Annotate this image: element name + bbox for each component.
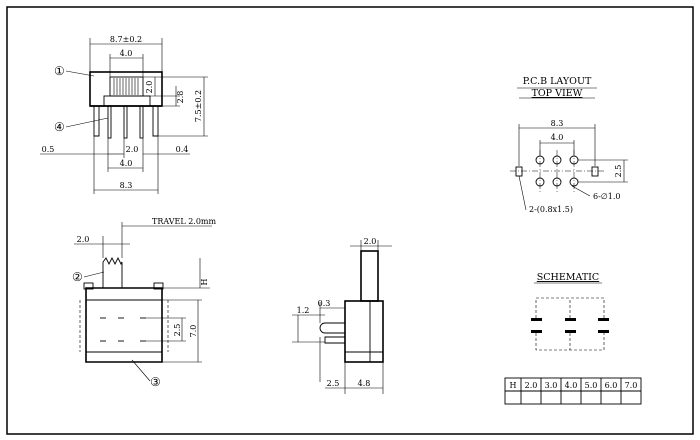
side-actuator (102, 256, 123, 288)
front-pin-center (123, 105, 128, 139)
dim-tab-span: 8.3 (120, 181, 133, 190)
end-pin-upper (319, 322, 345, 334)
pcb-dim-pin-span: 4.0 (551, 133, 564, 142)
table-cell: 7.0 (625, 381, 638, 390)
pcb-title: P.C.B LAYOUT (523, 76, 592, 87)
callout-1: ① (54, 64, 65, 78)
dim-contact-pitch: 2.5 (173, 324, 182, 337)
callout-3: ③ (150, 375, 161, 389)
table-cell: 2.0 (525, 381, 538, 390)
right-mount-tab (152, 106, 159, 137)
height-table: H 2.0 3.0 4.0 5.0 6.0 7.0 (504, 377, 642, 405)
dim-outer-pin-span: 4.0 (120, 159, 133, 168)
dim-end-actuator-width: 2.0 (364, 237, 377, 246)
schematic: SCHEMATIC (531, 272, 609, 351)
dim-h-label: H (200, 278, 209, 285)
dim-side-body-height: 7.0 (189, 325, 198, 338)
end-body (344, 300, 384, 363)
pcb-subtitle: TOP VIEW (532, 88, 583, 99)
front-pin-right (139, 105, 144, 139)
pcb-layout: P.C.B LAYOUT TOP VIEW 8.3 4.0 2.5 (510, 76, 628, 214)
dim-actuator-offset: 2.0 (77, 235, 90, 244)
sheet-border (6, 6, 694, 435)
side-view: TRAVEL 2.0mm 2.0 H 2.5 7.0 ② ③ (72, 217, 217, 389)
dim-actuator-width: 4.0 (120, 49, 133, 58)
dim-body-depth: 4.8 (358, 379, 371, 388)
end-view: 2.0 0.3 1.2 2.5 4.8 (292, 237, 392, 394)
table-cell: 4.0 (565, 381, 578, 390)
pcb-slot-label: 2-(0.8x1.5) (529, 205, 573, 214)
dim-total-height: 7.5±0.2 (194, 90, 203, 122)
dim-pin-pitch: 2.0 (126, 145, 139, 154)
side-contacts (100, 317, 146, 342)
dim-pin-width: 0.5 (42, 145, 55, 154)
pcb-hole-label: 6-∅1.0 (593, 192, 620, 201)
dim-width-overall: 8.7±0.2 (110, 35, 142, 44)
dim-pin-length: 1.2 (297, 306, 310, 315)
dim-pin-offset: 0.3 (318, 299, 331, 308)
callout-2: ② (72, 270, 83, 284)
pcb-slot-right (591, 166, 599, 177)
dim-actuator-height: 2.0 (145, 81, 154, 94)
schematic-title: SCHEMATIC (537, 272, 599, 283)
front-pin-left (107, 105, 112, 139)
front-view: 8.7±0.2 4.0 2.0 2.8 7.5±0.2 0.5 2.0 0.4 … (40, 35, 208, 194)
callout-4: ④ (54, 120, 65, 134)
table-header-h: H (510, 381, 517, 390)
schematic-contacts (531, 318, 609, 333)
table-cell: 5.0 (585, 381, 598, 390)
dim-pin-thickness: 0.4 (176, 145, 189, 154)
dim-body-height: 2.8 (176, 91, 185, 104)
pcb-dim-tab-span: 8.3 (551, 119, 564, 128)
table-cell: 3.0 (545, 381, 558, 390)
table-cell: 6.0 (605, 381, 618, 390)
pcb-dim-row-pitch: 2.5 (614, 165, 623, 178)
travel-label: TRAVEL 2.0mm (152, 217, 217, 226)
dim-pin-depth: 2.5 (327, 379, 340, 388)
end-pin-lower (324, 336, 345, 344)
